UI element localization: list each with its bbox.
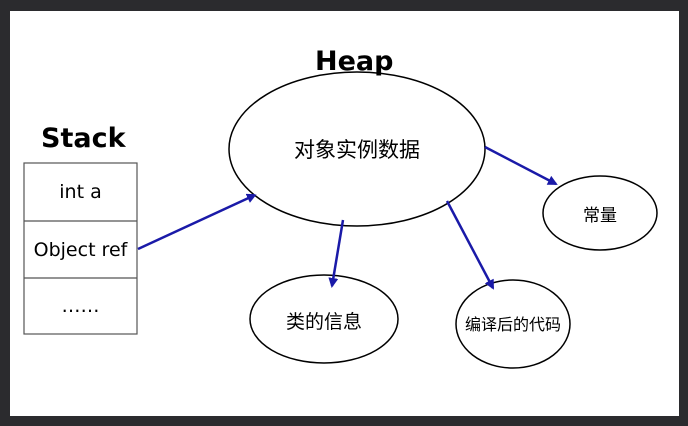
heap-object-label: 对象实例数据 (294, 138, 420, 162)
arrow-ref-to-heap (137, 193, 257, 251)
class-info-ellipse (249, 274, 399, 364)
stack-cell-int-a: int a (59, 181, 102, 203)
arrow-heap-to-constants (484, 145, 558, 186)
constants-ellipse (542, 175, 658, 251)
constants-label: 常量 (583, 205, 617, 226)
heap-object-ellipse (228, 71, 486, 227)
stack-box (23, 162, 138, 335)
stack-cell-object-ref: Object ref (33, 238, 128, 261)
stack-title: Stack (41, 123, 126, 154)
class-info-label: 类的信息 (285, 310, 362, 333)
compiled-code-label: 编译后的代码 (464, 315, 561, 334)
arrow-heap-to-class-info (328, 219, 345, 288)
diagram-shapes (23, 71, 658, 369)
stack-cell-ellipsis: …… (61, 295, 100, 317)
heap-title: Heap (315, 46, 394, 77)
compiled-code-ellipse (455, 279, 571, 369)
diagram-canvas: Stack Heap int a Object ref …… 对象实例数据 类的… (10, 11, 679, 416)
arrow-heap-to-compiled-code (445, 200, 495, 290)
stack-cells: int a Object ref …… (24, 163, 137, 334)
